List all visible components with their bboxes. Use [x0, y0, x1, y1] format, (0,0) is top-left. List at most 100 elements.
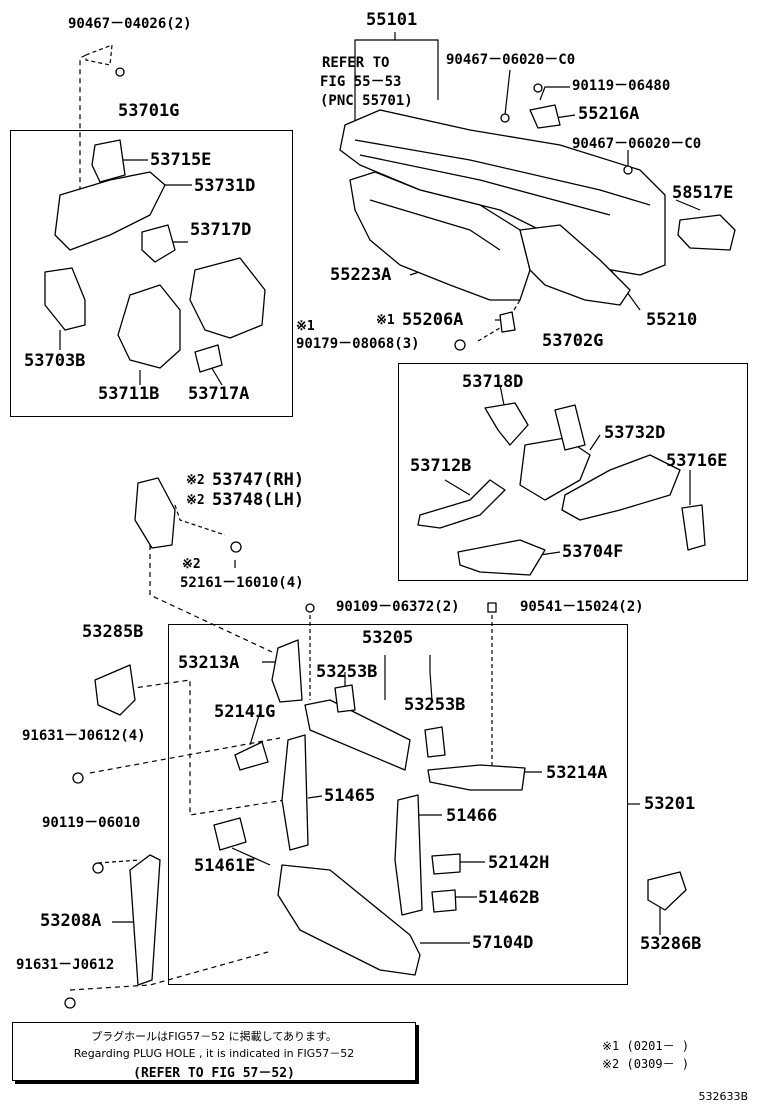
- part-53716E-shape: [681, 504, 706, 551]
- label-90179-08068: 90179－08068(3): [296, 336, 420, 352]
- label-53201: 53201: [644, 794, 696, 814]
- label-90119-06010: 90119－06010: [42, 815, 141, 831]
- label-55101: 55101: [366, 10, 418, 30]
- label-90109-06372: 90109－06372(2): [336, 599, 460, 615]
- label-90467-06020-a: 90467－06020－C0: [446, 52, 576, 68]
- part-51465-shape: [281, 734, 309, 851]
- label-53704F: 53704F: [562, 542, 624, 562]
- label-91631-j0612-4: 91631－J0612(4): [22, 728, 146, 744]
- panel-55210-shape: [519, 224, 631, 306]
- label-51466: 51466: [446, 806, 498, 826]
- part-57104D-shape: [277, 864, 421, 976]
- bolt-90109-icon: [305, 603, 315, 613]
- label-53253B-a: 53253B: [316, 662, 378, 682]
- label-53718D: 53718D: [462, 372, 524, 392]
- label-91631-j0612: 91631－J0612: [16, 957, 115, 973]
- mark-55206A: ※1: [376, 313, 395, 328]
- part-55216A-shape: [529, 104, 561, 129]
- part-53715E-shape: [91, 139, 126, 183]
- footnote-1: ※1 (0201－ ): [602, 1039, 690, 1053]
- bolt-91631-j0612-4-icon: [72, 772, 84, 784]
- label-53715E: 53715E: [150, 150, 212, 170]
- label-58517E: 58517E: [672, 183, 734, 203]
- label-90541-15024: 90541－15024(2): [520, 599, 644, 615]
- label-53716E: 53716E: [666, 451, 728, 471]
- part-53718D-shape: [484, 402, 529, 446]
- mark-52161: ※2: [182, 557, 201, 572]
- label-53747: 53747(RH): [212, 470, 305, 490]
- part-52141G-shape: [234, 741, 269, 771]
- label-53205: 53205: [362, 628, 414, 648]
- label-53701G: 53701G: [118, 101, 180, 121]
- label-90467-04026: 90467－04026(2): [68, 16, 192, 32]
- part-51466-shape: [394, 794, 423, 916]
- nut-90541-icon: [487, 602, 497, 613]
- refer-line-1: REFER TO: [322, 55, 390, 71]
- label-55216A: 55216A: [578, 104, 640, 124]
- diagram-code: 532633B: [698, 1090, 748, 1103]
- bolt-90467-a-icon: [500, 113, 510, 123]
- label-51461E: 51461E: [194, 856, 256, 876]
- label-52142H: 52142H: [488, 853, 550, 873]
- label-53712B: 53712B: [410, 456, 472, 476]
- dash-panel-shape: [349, 171, 531, 301]
- label-53717A: 53717A: [188, 384, 250, 404]
- part-53213A-shape: [271, 639, 303, 703]
- part-53208A-shape: [129, 854, 161, 986]
- label-53214A: 53214A: [546, 763, 608, 783]
- label-53717D: 53717D: [190, 220, 252, 240]
- label-51462B: 51462B: [478, 888, 540, 908]
- part-53712B-shape: [417, 479, 506, 529]
- mark-53748: ※2: [186, 493, 205, 508]
- note-line-japanese: プラグホールはFIG57－52 に掲載してあります。: [91, 1030, 337, 1043]
- label-53748: 53748(LH): [212, 490, 305, 510]
- label-53213A: 53213A: [178, 653, 240, 673]
- label-53702G: 53702G: [542, 331, 604, 351]
- dashed-leader-90467-04026: [79, 54, 87, 190]
- part-53717A-shape: [194, 344, 223, 373]
- bolt-91631-j0612-icon: [64, 997, 76, 1009]
- label-90467-06020-b: 90467－06020－C0: [572, 136, 702, 152]
- part-53286B-shape: [647, 871, 687, 911]
- leader-90467-a: [504, 69, 511, 116]
- label-53711B: 53711B: [98, 384, 160, 404]
- label-55206A: 55206A: [402, 310, 464, 330]
- note-line-english: Regarding PLUG HOLE , it is indicated in…: [73, 1047, 355, 1060]
- label-53285B: 53285B: [82, 622, 144, 642]
- refer-line-3: (PNC 55701): [320, 93, 413, 109]
- label-55210: 55210: [646, 310, 698, 330]
- bolt-90119-06480-icon: [533, 83, 543, 93]
- dashed-leader-53747: [149, 545, 273, 653]
- part-53731D-shape: [54, 171, 166, 251]
- part-53747-shape: [134, 477, 176, 549]
- label-53703B: 53703B: [24, 351, 86, 371]
- label-53286B: 53286B: [640, 934, 702, 954]
- label-53732D: 53732D: [604, 423, 666, 443]
- leader-55101-left: [354, 32, 396, 120]
- part-53703B-shape: [44, 267, 86, 331]
- label-57104D: 57104D: [472, 933, 534, 953]
- footnote-2: ※2 (0309－ ): [602, 1057, 690, 1071]
- part-52142H-shape: [431, 853, 461, 875]
- label-55223A: 55223A: [330, 265, 392, 285]
- label-52141G: 52141G: [214, 702, 276, 722]
- refer-line-2: FIG 55－53: [320, 74, 402, 90]
- label-53253B-b: 53253B: [404, 695, 466, 715]
- bolt-90119-06010-icon: [92, 862, 104, 874]
- label-51465: 51465: [324, 786, 376, 806]
- label-90119-06480: 90119－06480: [572, 78, 671, 94]
- bolt-90467-04026-icon: [115, 67, 125, 77]
- bolt-52161-icon: [230, 541, 242, 553]
- label-53208A: 53208A: [40, 911, 102, 931]
- part-53214A-shape: [427, 764, 526, 791]
- part-53717D-shape: [141, 224, 176, 263]
- part-53205-shape: [304, 699, 411, 771]
- leader-55101-right: [395, 39, 439, 100]
- mark-90179: ※1: [296, 319, 315, 334]
- part-53704F-shape: [457, 539, 546, 576]
- group-box-53702G: [398, 363, 748, 581]
- label-53731D: 53731D: [194, 176, 256, 196]
- part-53253B-b-shape: [424, 726, 446, 758]
- part-apron-shape: [189, 257, 266, 339]
